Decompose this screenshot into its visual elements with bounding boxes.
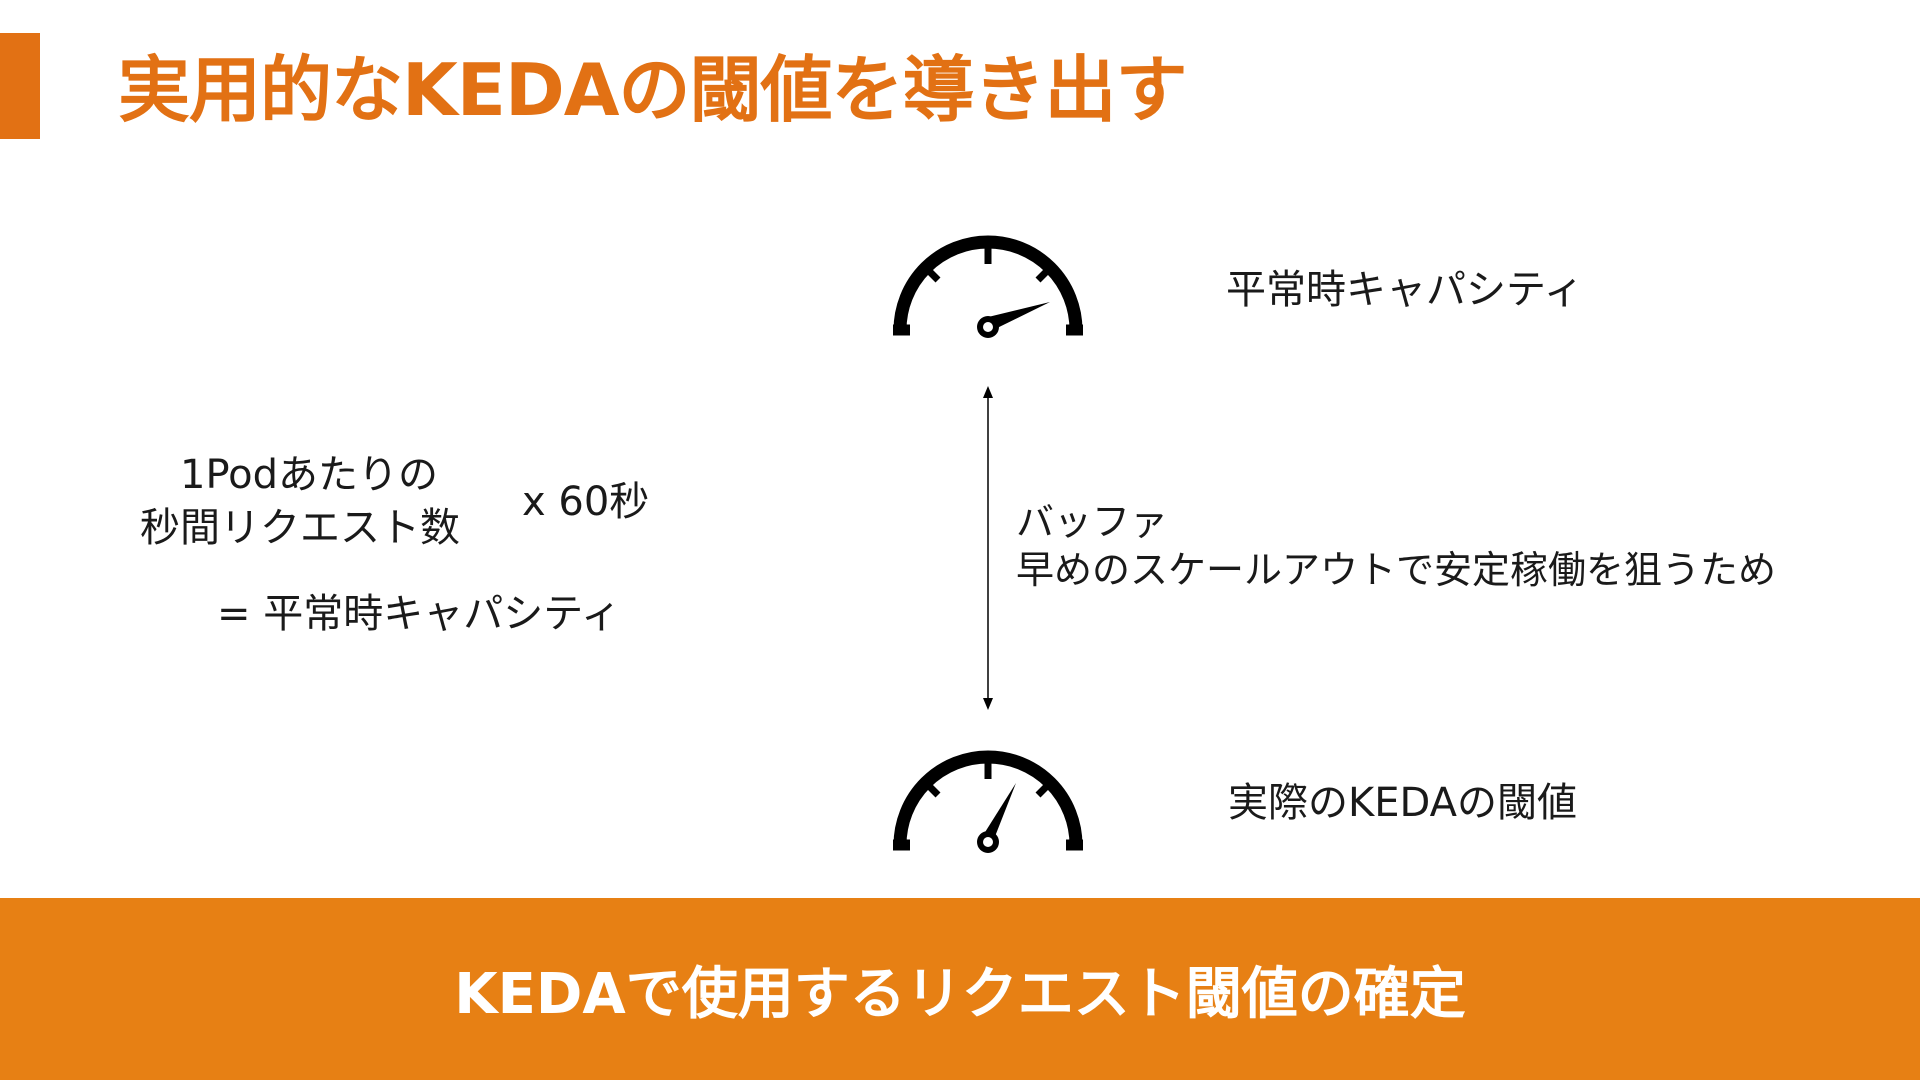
formula-result: = 平常時キャパシティ <box>217 591 621 637</box>
formula-multiplier: x 60秒 <box>522 479 650 525</box>
conclusion-text: KEDAで使用するリクエスト閾値の確定 <box>454 961 1466 1027</box>
buffer-description: 早めのスケールアウトで安定稼働を狙うため <box>1016 548 1777 592</box>
buffer-title: バッファ <box>1016 500 1169 544</box>
slide-title: 実用的なKEDAの閾値を導き出す <box>118 48 1187 132</box>
double-arrow-icon <box>978 384 998 712</box>
gauge-label-normal-capacity: 平常時キャパシティ <box>1226 267 1584 313</box>
formula-line-1: 1Podあたりの <box>180 452 439 498</box>
gauge-label-keda-threshold: 実際のKEDAの閾値 <box>1228 780 1577 826</box>
formula-line-2: 秒間リクエスト数 <box>140 505 460 551</box>
speedometer-icon <box>888 230 1088 350</box>
title-accent-bar <box>0 33 40 139</box>
conclusion-banner: KEDAで使用するリクエスト閾値の確定 <box>0 898 1920 1080</box>
speedometer-icon <box>888 745 1088 865</box>
